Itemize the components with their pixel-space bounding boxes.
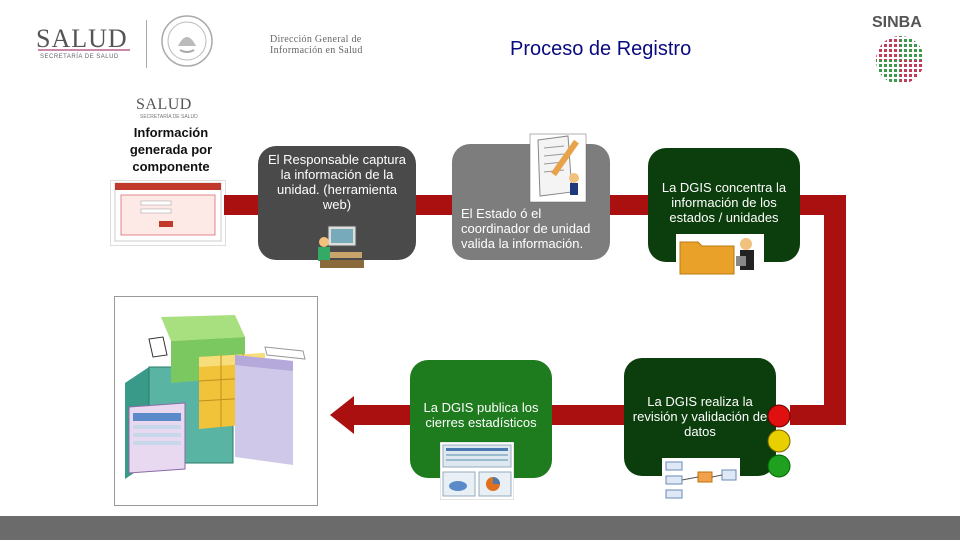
computer-worker-icon — [318, 225, 364, 268]
step-publish-text: La DGIS publica los cierres estadísticos — [423, 400, 539, 430]
flow-arrow-segment — [824, 195, 846, 425]
header-divider — [146, 20, 147, 68]
page-title: Proceso de Registro — [510, 38, 692, 60]
salud-subtitle: SECRETARÍA DE SALUD — [40, 54, 119, 60]
flow-arrow-segment — [790, 405, 846, 425]
traffic-light-icon — [767, 404, 791, 478]
folder-worker-icon — [676, 234, 764, 276]
flow-arrow-segment — [224, 195, 264, 215]
left-salud-subtitle: SECRETARÍA DE SALUD — [140, 114, 198, 120]
dgis-line-1: Dirección General de — [270, 34, 362, 45]
dgis-line-2: Información en Salud — [270, 45, 363, 56]
step-review: La DGIS realiza la revisión y validación… — [624, 358, 776, 476]
flow-arrow-segment — [548, 405, 628, 425]
document-pencil-icon — [529, 133, 587, 203]
flow-arrowhead-left — [330, 396, 354, 434]
left-caption: Información generada por componente — [129, 125, 213, 174]
step-review-text: La DGIS realiza la revisión y validación… — [632, 394, 768, 439]
sinba-globe-icon — [876, 36, 924, 84]
step-concentrate-text: La DGIS concentra la información de los … — [661, 180, 787, 225]
dgis-logo-text: Dirección General de Información en Salu… — [270, 34, 363, 56]
sinba-logo-text: SINBA — [872, 14, 922, 31]
flow-arrow-segment — [350, 405, 414, 425]
step-capture-text: El Responsable captura la información de… — [267, 152, 407, 212]
flow-arrow-segment — [606, 195, 652, 215]
step-validate-text: El Estado ó el coordinador de unidad val… — [461, 206, 591, 251]
logo-rule — [38, 49, 130, 51]
statistics-screens-image — [440, 442, 514, 500]
left-salud-logo: SALUD — [136, 96, 192, 113]
login-screenshot-image — [110, 180, 226, 246]
national-seal-icon — [161, 15, 213, 67]
data-cube-image — [114, 296, 318, 506]
flow-arrow-segment — [412, 195, 456, 215]
process-diagram-image — [662, 458, 740, 504]
salud-logo: SALUD — [36, 24, 128, 53]
footer-bar — [0, 516, 960, 540]
